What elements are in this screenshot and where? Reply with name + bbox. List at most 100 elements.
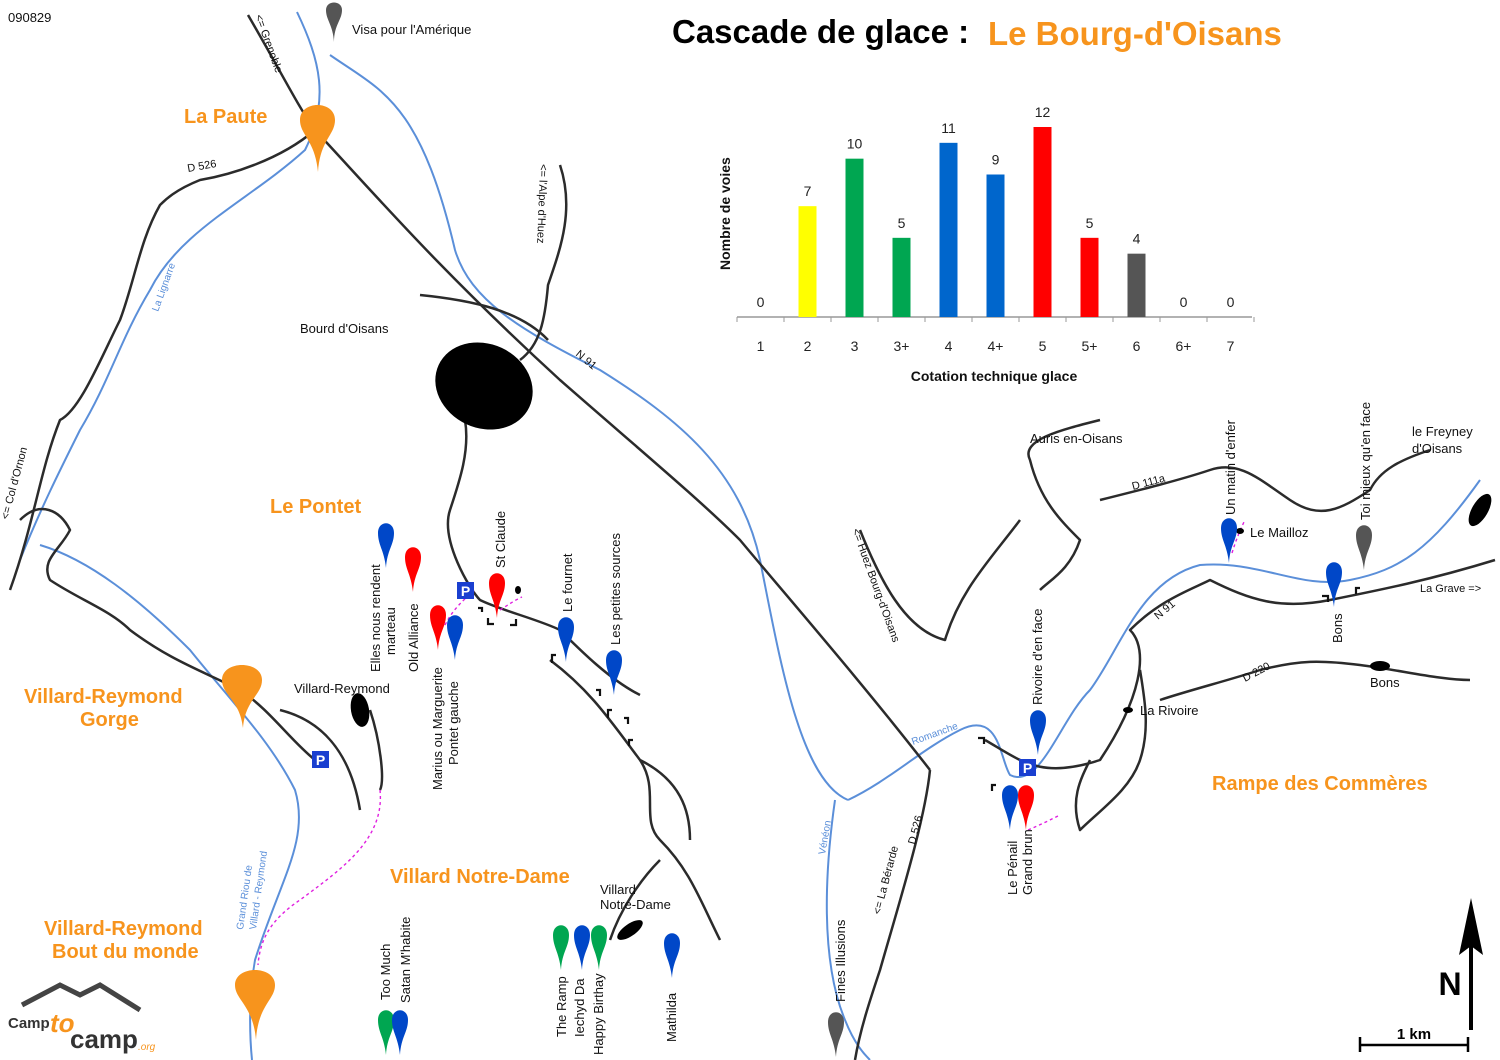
road-d220 [1159, 660, 1471, 702]
la-paute-marker [300, 105, 335, 172]
label-bourg: Bourd d'Oisans [300, 321, 389, 336]
label-grenoble: <= Grenoble [252, 13, 284, 75]
label-n91-b: N 91 [1152, 598, 1178, 622]
label-villard-reymond: Villard-Reymond [294, 681, 390, 696]
parking-villard-reymond [312, 751, 329, 768]
label-lignarre: La Lignarre [150, 261, 178, 313]
chart-value-label: 5 [898, 215, 906, 231]
chart-category-label: 6 [1133, 338, 1141, 354]
logo-to: to [50, 1008, 75, 1038]
road-bourg-link [419, 293, 549, 341]
road-pontet [446, 419, 641, 697]
chart-category-label: 5+ [1082, 338, 1098, 354]
approach-paths [257, 519, 1246, 966]
pin-pontet-gauche [447, 615, 463, 660]
label-visa: Visa pour l'Amérique [352, 22, 471, 37]
label-rampe: Rampe des Commères [1212, 773, 1428, 795]
label-elles-2: marteau [383, 607, 398, 655]
parking-villard-reymond-label: P [316, 752, 325, 768]
title-prefix: Cascade de glace : [672, 13, 969, 50]
chart-value-label: 5 [1086, 215, 1094, 231]
chart-axis-ticks [736, 317, 1255, 322]
label-the-ramp: The Ramp [554, 976, 569, 1037]
pin-le-penail [1002, 785, 1018, 830]
label-villard-reymond-gorge-1: Villard-Reymond [24, 686, 183, 708]
chart-bar [798, 206, 817, 317]
chart-category-label: 1 [757, 338, 765, 354]
map-id: 090829 [8, 10, 51, 25]
chart-ylabel: Nombre de voies [717, 157, 733, 270]
river-romanche-upper [329, 54, 849, 801]
chart-category-label: 2 [804, 338, 812, 354]
chart-value-label: 0 [1180, 294, 1188, 310]
freyney-blob [1468, 493, 1492, 527]
pin-petites-sources [606, 650, 622, 695]
label-freyney-2: d'Oisans [1412, 441, 1463, 456]
chart-value-label: 0 [757, 294, 765, 310]
chart-category-label: 5 [1039, 338, 1047, 354]
chart-bar [1127, 253, 1146, 317]
road-rampe [1074, 669, 1148, 832]
road-n91-east [984, 558, 1496, 770]
chart-category-label: 7 [1227, 338, 1235, 354]
label-la-grave: La Grave => [1420, 583, 1481, 595]
chart-value-label: 9 [992, 152, 1000, 168]
pin-satan [392, 1010, 408, 1055]
chart-bar [892, 237, 911, 317]
label-old-alliance: Old Alliance [406, 603, 421, 672]
villard-reymond-gorge-marker [222, 665, 262, 728]
chart-xlabel: Cotation technique glace [911, 368, 1078, 384]
label-villard-reymond-bout-2: Bout du monde [52, 941, 199, 963]
villard-nd-blob [617, 920, 643, 940]
path-grand-brun [1027, 814, 1061, 831]
label-alpe-huez: <= l'Alpe d'Huez [534, 164, 549, 244]
pin-le-fournet [558, 617, 574, 662]
label-le-fournet: Le fournet [560, 553, 575, 612]
north-arrow: N [1438, 898, 1483, 1030]
label-bons-village: Bons [1370, 675, 1400, 690]
bridge-symbols [478, 586, 1360, 791]
label-n91-a: N 91 [573, 348, 599, 372]
chart-value-label: 0 [1227, 294, 1235, 310]
chart-bar [845, 158, 864, 317]
label-d526-bottom: D 526 [906, 814, 925, 845]
bons-village-blob [1370, 661, 1390, 671]
pin-visa [326, 2, 342, 42]
label-col-ornon: <= Col d'Ornon [0, 446, 30, 521]
river-romanche [847, 479, 1481, 801]
label-petites-sources: Les petites sources [608, 532, 623, 645]
label-la-berarde: <= La Bérarde [871, 845, 901, 916]
path-mailloz [1231, 519, 1246, 554]
villard-reymond-blob [350, 693, 370, 727]
label-le-pontet: Le Pontet [270, 496, 361, 518]
road-huez-bourg [858, 519, 1021, 642]
road-auris [1027, 418, 1101, 591]
chart-category-label: 3 [851, 338, 859, 354]
pin-elles [378, 523, 394, 568]
parking-pontet [457, 582, 474, 599]
river-veneon [825, 799, 871, 1060]
path-st-claude [499, 596, 523, 611]
road-d111a [1099, 448, 1431, 513]
chart-value-label: 11 [941, 120, 956, 136]
label-iechyd: Iechyd Da [572, 978, 587, 1037]
label-matin-enfer: Un matin d'enfer [1223, 419, 1238, 515]
label-villard-nd-orange: Villard Notre-Dame [390, 866, 570, 888]
label-auris: Auris en-Oisans [1030, 431, 1123, 446]
road-alpe-huez [519, 164, 568, 361]
chart-category-label: 3+ [894, 338, 910, 354]
chart-category-label: 6+ [1176, 338, 1192, 354]
pin-the-ramp [553, 925, 569, 970]
road-villard-nd [549, 659, 722, 941]
pin-rivoire-face [1030, 710, 1046, 755]
mailloz-blob [1236, 528, 1244, 534]
logo-camp: Camp [8, 1015, 50, 1032]
chart-value-label: 7 [804, 183, 812, 199]
bourg-d-oisans-blob [435, 342, 533, 430]
chart-value-label: 10 [847, 136, 863, 152]
label-villard-nd-2: Notre-Dame [600, 897, 671, 912]
label-la-rivoire: La Rivoire [1140, 703, 1199, 718]
